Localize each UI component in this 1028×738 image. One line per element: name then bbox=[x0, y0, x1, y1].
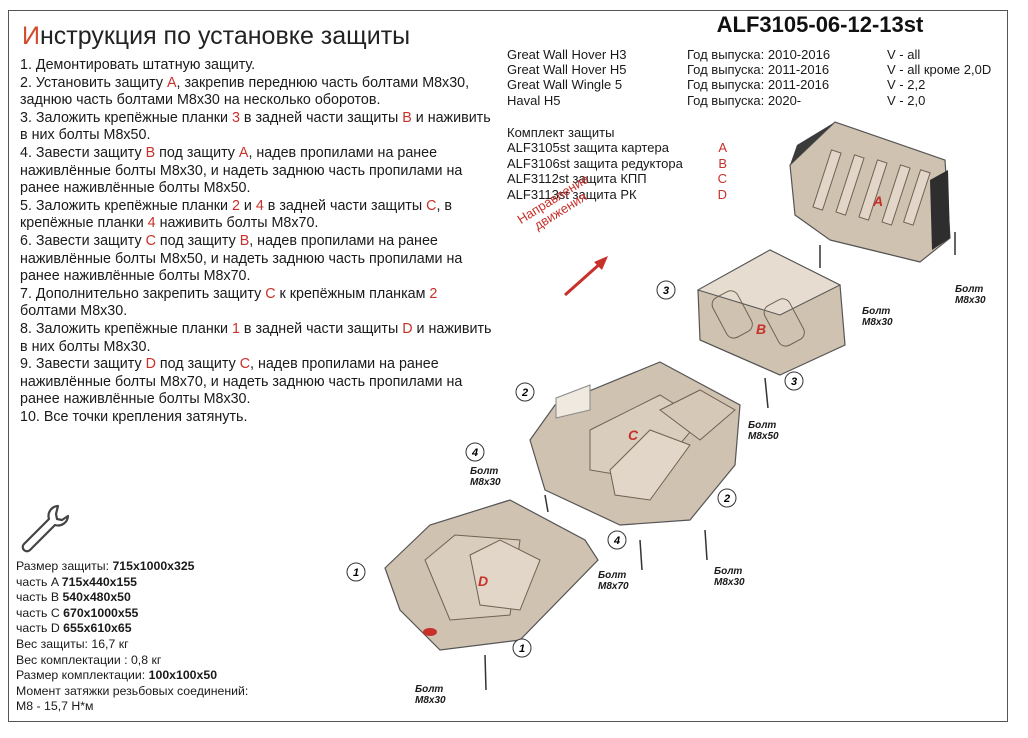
spec-row: Размер защиты: 715x1000x325 bbox=[16, 559, 195, 573]
drawing-frame bbox=[8, 10, 1008, 722]
assembly-diagram: A B C D bbox=[346, 121, 956, 691]
kit-heading: Комплект защиты bbox=[507, 125, 615, 140]
spec-row: Момент затяжки резьбовых соединений: bbox=[16, 683, 249, 698]
spec-row: Вес комплектации : 0,8 кг bbox=[16, 652, 162, 667]
marker-4: 4 bbox=[613, 535, 620, 547]
bolt-lines bbox=[484, 232, 956, 691]
plate-a bbox=[789, 121, 951, 263]
instruction-step: 6. Завести защиту C под защиту B, надев … bbox=[20, 232, 463, 285]
spec-row: M8 - 15,7 Н*м bbox=[16, 699, 94, 714]
marker-2: 2 bbox=[521, 387, 528, 399]
page-title: Инструкция по установке защиты bbox=[22, 22, 411, 50]
instruction-step: 5. Заложить крепёжные планки 2 и 4 в зад… bbox=[20, 197, 452, 232]
instruction-step: 8. Заложить крепёжные планки 1 в задней … bbox=[20, 320, 492, 355]
plate-label-d: D bbox=[478, 573, 488, 589]
plate-b bbox=[696, 249, 846, 376]
plate-label-c: C bbox=[628, 427, 639, 443]
instruction-steps: 1. Демонтировать штатную защиту.2. Устан… bbox=[20, 57, 495, 426]
instruction-step: 4. Завести защиту B под защиту A, надев … bbox=[20, 144, 463, 197]
plate-c bbox=[529, 361, 741, 526]
instruction-step: 3. Заложить крепёжные планки 3 в задней … bbox=[20, 109, 491, 144]
marker-1: 1 bbox=[353, 567, 359, 579]
plate-label-b: B bbox=[756, 321, 766, 337]
instruction-step: 1. Демонтировать штатную защиту. bbox=[20, 57, 256, 73]
marker-4: 4 bbox=[471, 447, 478, 459]
spec-row: часть B 540x480x50 bbox=[16, 590, 131, 605]
direction-arrow bbox=[564, 260, 603, 297]
instruction-step: 9. Завести защиту D под защиту C, надев … bbox=[20, 356, 463, 408]
instruction-step: 7. Дополнительно закрепить защиту C к кр… bbox=[20, 285, 438, 320]
direction-arrow-head bbox=[594, 256, 608, 270]
marker-2: 2 bbox=[723, 493, 730, 505]
instruction-step: 10. Все точки крепления затянуть. bbox=[20, 408, 248, 425]
marker-3: 3 bbox=[663, 285, 669, 297]
plate-label-a: A bbox=[872, 193, 883, 209]
plate-d bbox=[384, 499, 599, 651]
kit-contents: Комплект защиты ALF3105st защита картера… bbox=[507, 125, 727, 202]
spec-row: часть C 670x1000x55 bbox=[16, 605, 139, 620]
marker-1: 1 bbox=[519, 643, 525, 655]
spec-row: часть A 715x440x155 bbox=[16, 574, 138, 589]
spec-row: Вес защиты: 16,7 кг bbox=[16, 636, 129, 651]
kit-code: ALF3105-06-12-13st bbox=[716, 12, 924, 37]
spec-row: Размер комплектации: 100x100x50 bbox=[16, 668, 218, 683]
marker-3: 3 bbox=[791, 376, 797, 388]
wrench-icon bbox=[21, 504, 70, 553]
instruction-step: 2. Установить защиту A, закрепив передню… bbox=[20, 74, 470, 109]
spec-row: часть D 655x610x65 bbox=[16, 621, 132, 636]
